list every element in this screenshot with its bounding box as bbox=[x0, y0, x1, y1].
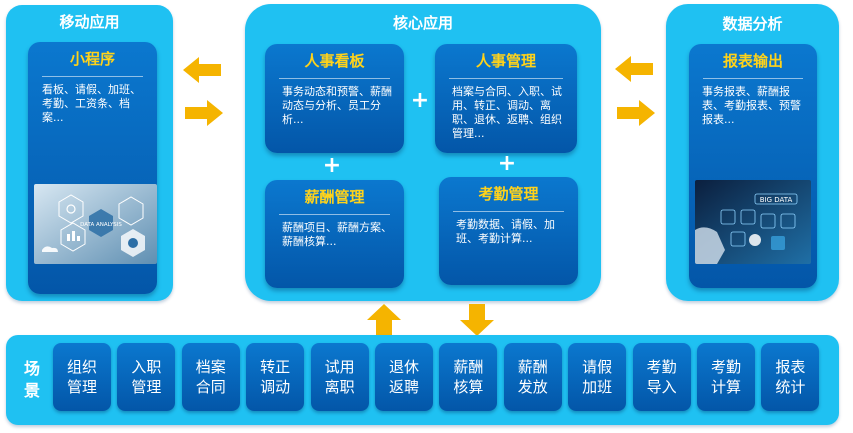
scene-tile-label: 组织管理 bbox=[66, 358, 97, 396]
scene-tile-label: 转正调动 bbox=[260, 358, 291, 396]
report-output-text: 事务报表、薪酬报表、考勤报表、预警报表... bbox=[702, 85, 801, 126]
core-panel: 核心应用 人事看板 事务动态和预警、薪酬动态与分析、员工分析... 人事管理 档… bbox=[245, 4, 601, 301]
scene-tile-label: 报表统计 bbox=[775, 358, 806, 396]
scene-tile-label: 试用离职 bbox=[324, 358, 355, 396]
arrow-right-icon bbox=[617, 100, 655, 126]
attendance-text: 考勤数据、请假、加班、考勤计算... bbox=[456, 218, 555, 245]
scene-tile: 试用离职 bbox=[310, 343, 369, 411]
attendance-title: 考勤管理 bbox=[478, 185, 539, 203]
scene-tile: 薪酬核算 bbox=[439, 343, 498, 411]
hr-dashboard-card: 人事看板 事务动态和预警、薪酬动态与分析、员工分析... bbox=[265, 44, 404, 153]
data-analysis-caption: DATA ANALYSIS bbox=[80, 222, 122, 228]
scene-tile: 考勤导入 bbox=[632, 343, 691, 411]
analytics-panel: 数据分析 报表输出 事务报表、薪酬报表、考勤报表、预警报表... BIG DAT… bbox=[666, 4, 839, 301]
scene-label: 场景 bbox=[23, 359, 40, 400]
scene-tile: 请假加班 bbox=[568, 343, 627, 411]
mobile-panel: 移动应用 小程序 看板、请假、加班、考勤、工资条、档案... bbox=[6, 5, 173, 301]
divider bbox=[703, 78, 803, 79]
plus-icon: + bbox=[497, 151, 517, 176]
arrow-down-icon bbox=[460, 304, 494, 336]
data-analysis-illustration: DATA ANALYSIS bbox=[34, 184, 157, 264]
hr-management-title: 人事管理 bbox=[475, 52, 536, 70]
arrow-left-icon bbox=[615, 56, 653, 82]
mini-program-card: 小程序 看板、请假、加班、考勤、工资条、档案... bbox=[28, 42, 157, 294]
arrow-up-icon bbox=[367, 304, 401, 336]
scene-tile: 入职管理 bbox=[117, 343, 176, 411]
payroll-card: 薪酬管理 薪酬项目、薪酬方案、薪酬核算... bbox=[265, 180, 404, 288]
analytics-panel-title: 数据分析 bbox=[722, 15, 783, 33]
divider bbox=[42, 76, 143, 77]
scene-tile: 档案合同 bbox=[181, 343, 240, 411]
scene-tile: 考勤计算 bbox=[697, 343, 755, 411]
plus-icon: + bbox=[322, 153, 342, 178]
hr-dashboard-text: 事务动态和预警、薪酬动态与分析、员工分析... bbox=[282, 85, 392, 126]
mini-program-title: 小程序 bbox=[69, 50, 115, 68]
scene-tile: 退休返聘 bbox=[375, 343, 433, 411]
scene-tile-label: 请假加班 bbox=[582, 358, 613, 396]
arrow-right-icon bbox=[185, 100, 223, 126]
hr-management-text: 档案与合同、入职、试用、转正、调动、离职、退休、返聘、组织管理... bbox=[452, 85, 562, 140]
scene-tile: 报表统计 bbox=[761, 343, 820, 411]
payroll-text: 薪酬项目、薪酬方案、薪酬核算... bbox=[282, 221, 392, 248]
hr-dashboard-title: 人事看板 bbox=[304, 52, 365, 70]
report-output-card: 报表输出 事务报表、薪酬报表、考勤报表、预警报表... BIG DATA bbox=[689, 44, 817, 288]
core-panel-title: 核心应用 bbox=[392, 14, 453, 32]
divider bbox=[453, 211, 564, 212]
scene-tile: 薪酬发放 bbox=[503, 343, 562, 411]
big-data-caption: BIG DATA bbox=[760, 196, 793, 204]
divider bbox=[449, 78, 563, 79]
scene-tile-label: 薪酬核算 bbox=[453, 358, 484, 396]
plus-icon: + bbox=[410, 88, 430, 113]
big-data-illustration: BIG DATA bbox=[695, 180, 811, 264]
scene-tile-label: 考勤导入 bbox=[646, 358, 677, 396]
payroll-title: 薪酬管理 bbox=[304, 188, 365, 206]
scene-tile-label: 入职管理 bbox=[131, 358, 162, 396]
scene-tile-label: 档案合同 bbox=[195, 358, 226, 396]
scene-tile-label: 退休返聘 bbox=[388, 358, 419, 396]
scene-tile: 组织管理 bbox=[53, 343, 111, 411]
scene-tile-label: 考勤计算 bbox=[710, 358, 741, 396]
attendance-card: 考勤管理 考勤数据、请假、加班、考勤计算... bbox=[439, 177, 578, 285]
hr-management-card: 人事管理 档案与合同、入职、试用、转正、调动、离职、退休、返聘、组织管理... bbox=[435, 44, 577, 153]
divider bbox=[279, 78, 390, 79]
scene-tile-label: 薪酬发放 bbox=[517, 358, 548, 396]
data-analysis-image: DATA ANALYSIS bbox=[34, 184, 157, 264]
scene-tile: 转正调动 bbox=[246, 343, 305, 411]
mobile-panel-title: 移动应用 bbox=[59, 13, 120, 31]
divider bbox=[279, 214, 390, 215]
report-output-title: 报表输出 bbox=[722, 52, 783, 70]
mini-program-text: 看板、请假、加班、考勤、工资条、档案... bbox=[42, 83, 141, 124]
big-data-image: BIG DATA bbox=[695, 180, 811, 264]
arrow-left-icon bbox=[183, 57, 221, 83]
